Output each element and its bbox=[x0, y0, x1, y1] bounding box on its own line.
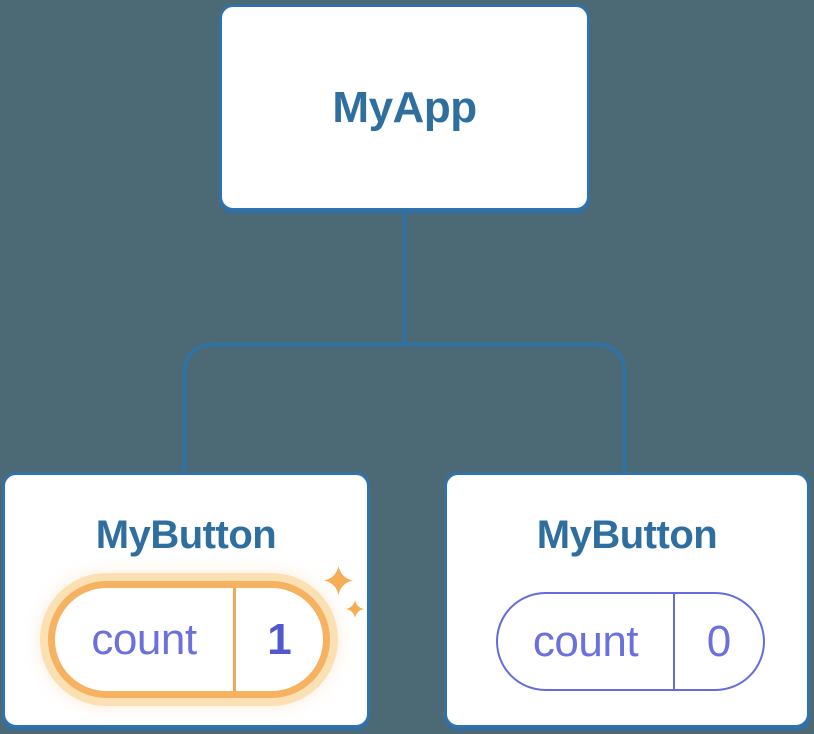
node-root-myapp: MyApp bbox=[219, 4, 590, 211]
state-pill-highlighted: count 1 bbox=[48, 581, 330, 698]
sparkle-icon bbox=[346, 600, 364, 618]
pill-divider bbox=[673, 594, 675, 689]
node-title: MyApp bbox=[332, 82, 477, 132]
state-value: 0 bbox=[706, 616, 732, 666]
node-title: MyButton bbox=[95, 513, 277, 557]
pill-divider bbox=[233, 588, 236, 691]
node-mybutton-updated: MyButton count 1 bbox=[2, 472, 370, 728]
state-pill: count 0 bbox=[496, 592, 765, 691]
state-key-label: count bbox=[91, 614, 197, 664]
state-key-label: count bbox=[532, 616, 639, 666]
node-title: MyButton bbox=[536, 513, 718, 557]
sparkle-icon bbox=[324, 566, 353, 595]
state-value: 1 bbox=[267, 614, 292, 664]
branch-bracket-line bbox=[182, 342, 627, 473]
node-mybutton-idle: MyButton count 0 bbox=[444, 472, 810, 728]
